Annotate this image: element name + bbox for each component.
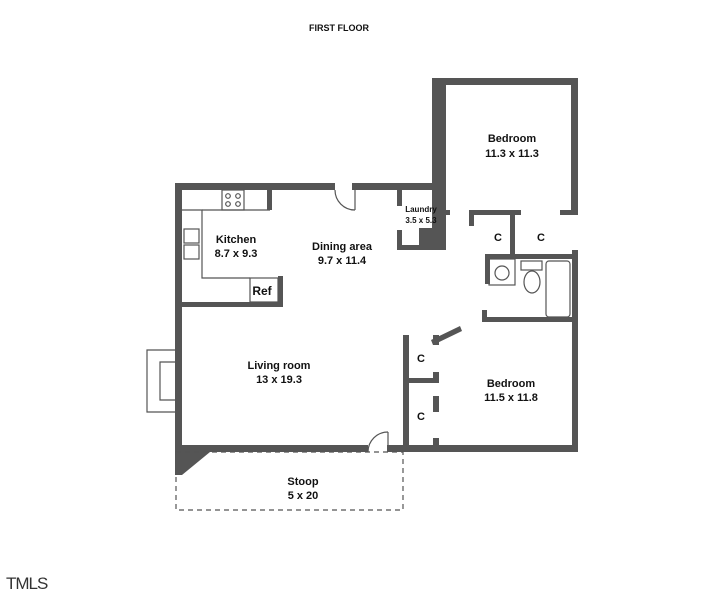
room-size: 5 x 20 (288, 490, 319, 502)
closet-label: C (537, 232, 545, 244)
room-size: 13 x 19.3 (256, 374, 302, 386)
room-name: Laundry (405, 205, 437, 214)
room-name: Living room (248, 360, 311, 372)
room-size: 11.3 x 11.3 (485, 148, 539, 160)
room-name: Kitchen (216, 234, 257, 246)
room-name: Bedroom (488, 133, 537, 145)
room-name: Bedroom (487, 378, 536, 390)
room-name: Dining area (312, 241, 373, 253)
closet-label: C (417, 353, 425, 365)
floor-title: FIRST FLOOR (309, 23, 369, 33)
room-size: 11.5 x 11.8 (484, 392, 538, 404)
refrigerator-label: Ref (252, 284, 272, 298)
walls (175, 78, 578, 475)
fixtures (146, 189, 571, 453)
closet-label: C (417, 411, 425, 423)
room-name: Stoop (287, 476, 318, 488)
room-size: 9.7 x 11.4 (318, 255, 367, 267)
watermark-logo: TMLS (6, 574, 48, 593)
room-labels: Bedroom 11.3 x 11.3 Laundry 3.5 x 5.3 Ki… (215, 133, 545, 502)
stoop-outline (175, 451, 404, 511)
room-size: 3.5 x 5.3 (405, 216, 437, 225)
room-size: 8.7 x 9.3 (215, 248, 258, 260)
closet-label: C (494, 232, 502, 244)
